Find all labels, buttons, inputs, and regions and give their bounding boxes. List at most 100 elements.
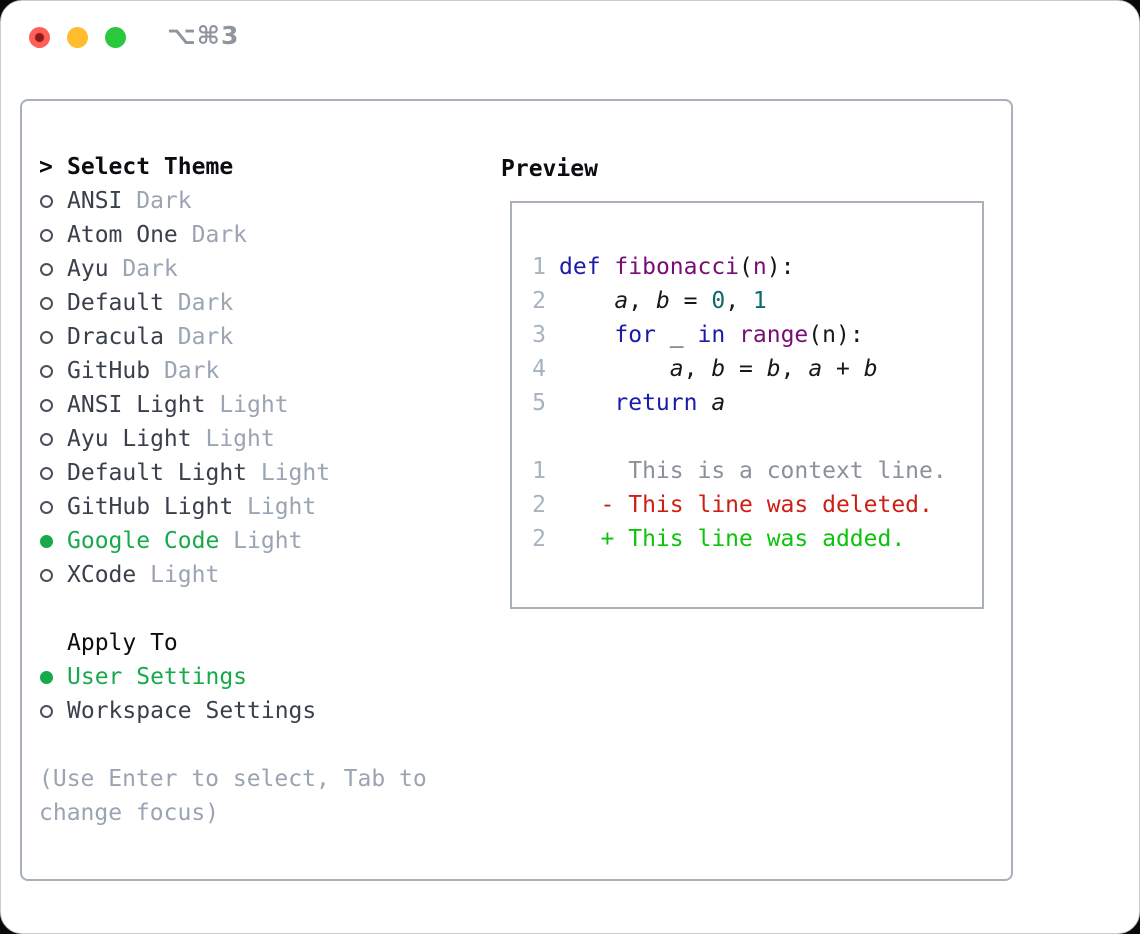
code-token-var: b — [863, 356, 878, 382]
code-token-var: a — [808, 356, 823, 382]
theme-variant-label: Light — [191, 426, 275, 452]
code-token-kwd: in — [697, 322, 726, 348]
code-token-pln: + — [822, 356, 864, 382]
theme-option-ansi-light[interactable]: ANSI Light Light — [39, 388, 427, 422]
code-token-pln: , — [683, 356, 712, 382]
theme-option-atom-one[interactable]: Atom One Dark — [39, 218, 427, 252]
option-label: Atom One — [67, 222, 178, 248]
code-token-pln — [697, 390, 711, 416]
code-token-pln: , — [725, 288, 753, 314]
theme-variant-label: Dark — [108, 256, 178, 282]
line-number: 2 — [532, 492, 546, 518]
line-number: 3 — [532, 322, 546, 348]
radio-icon — [39, 500, 67, 514]
code-token-var: a — [614, 288, 629, 314]
code-token-pln — [559, 356, 670, 382]
line-number: 1 — [532, 458, 546, 484]
code-token-typ: range — [739, 322, 809, 348]
line-number: 2 — [532, 526, 546, 552]
theme-variant-label: Dark — [163, 324, 234, 350]
code-token-pln — [725, 322, 739, 348]
theme-option-google-code[interactable]: Google Code Light — [39, 524, 427, 558]
code-line: 2 - This line was deleted. — [532, 488, 947, 522]
code-token-pln: , — [628, 288, 656, 314]
theme-option-xcode[interactable]: XCode Light — [39, 558, 427, 592]
theme-variant-label: Dark — [122, 188, 192, 214]
theme-option-dracula[interactable]: Dracula Dark — [39, 320, 427, 354]
radio-icon — [39, 704, 67, 718]
code-token-var: a — [669, 356, 684, 382]
apply-to-label: Apply To — [67, 630, 178, 656]
radio-icon — [39, 398, 67, 412]
theme-option-ansi[interactable]: ANSI Dark — [39, 184, 427, 218]
line-number: 2 — [532, 288, 546, 314]
option-label: Default — [67, 290, 164, 316]
radio-icon — [39, 330, 67, 344]
hint-text-line1: (Use Enter to select, Tab to — [39, 766, 427, 792]
code-token-pln: ): — [766, 254, 795, 280]
theme-option-default-light[interactable]: Default Light Light — [39, 456, 427, 490]
code-token-pln: = — [725, 356, 767, 382]
option-label: GitHub — [67, 358, 151, 384]
theme-option-default[interactable]: Default Dark — [39, 286, 427, 320]
code-line: 2 + This line was added. — [532, 522, 947, 556]
preview-heading: Preview — [501, 156, 598, 182]
option-label: Ayu — [67, 256, 109, 282]
apply-option-workspace-settings[interactable]: Workspace Settings — [39, 694, 427, 728]
theme-option-ayu[interactable]: Ayu Dark — [39, 252, 427, 286]
code-token-kwd: for — [614, 322, 656, 348]
theme-option-github[interactable]: GitHub Dark — [39, 354, 427, 388]
zoom-button[interactable] — [105, 27, 126, 48]
code-token-add: + This line was added. — [559, 526, 906, 552]
radio-icon — [39, 228, 67, 242]
option-label: Dracula — [67, 324, 164, 350]
code-token-pln — [559, 322, 614, 348]
radio-icon — [39, 194, 67, 208]
code-token-kwd: def — [559, 254, 601, 280]
code-token-typ: fibonacci — [614, 254, 740, 280]
theme-option-ayu-light[interactable]: Ayu Light Light — [39, 422, 427, 456]
code-token-pln: ( — [739, 254, 753, 280]
line-number: 5 — [532, 390, 546, 416]
radio-icon — [39, 296, 67, 310]
radio-icon — [39, 364, 67, 378]
code-line: 4 a, b = b, a + b — [532, 352, 947, 386]
code-line: 3 for _ in range(n): — [532, 318, 947, 352]
code-token-pln: _ — [655, 322, 698, 348]
option-label: ANSI — [67, 188, 123, 214]
hint-text-line2: change focus) — [39, 800, 220, 826]
code-token-lit: 0 — [711, 288, 726, 314]
code-token-pln: , — [780, 356, 809, 382]
code-token-var: a — [711, 390, 726, 416]
select-theme-heading: > Select Theme — [39, 150, 427, 184]
minimize-button[interactable] — [67, 27, 88, 48]
code-token-var: b — [766, 356, 781, 382]
code-token-lit: 1 — [752, 288, 767, 314]
line-number: 4 — [532, 356, 546, 382]
code-line: 1 This is a context line. — [532, 454, 947, 488]
close-button[interactable] — [29, 27, 50, 48]
selected-radio-icon — [39, 534, 67, 548]
code-token-pln — [559, 288, 614, 314]
theme-option-github-light[interactable]: GitHub Light Light — [39, 490, 427, 524]
option-label: Default Light — [67, 460, 248, 486]
apply-option-user-settings[interactable]: User Settings — [39, 660, 427, 694]
titlebar — [29, 27, 126, 48]
option-label: Google Code — [67, 528, 220, 554]
radio-icon — [39, 432, 67, 446]
code-token-var: b — [711, 356, 726, 382]
line-number: 1 — [532, 254, 546, 280]
option-label: User Settings — [67, 664, 248, 690]
option-label: ANSI Light — [67, 392, 206, 418]
code-token-ctx: This is a context line. — [559, 458, 947, 484]
code-token-kwd: return — [614, 390, 698, 416]
code-token-var: b — [655, 288, 670, 314]
radio-icon — [39, 466, 67, 480]
spacer — [39, 728, 427, 762]
